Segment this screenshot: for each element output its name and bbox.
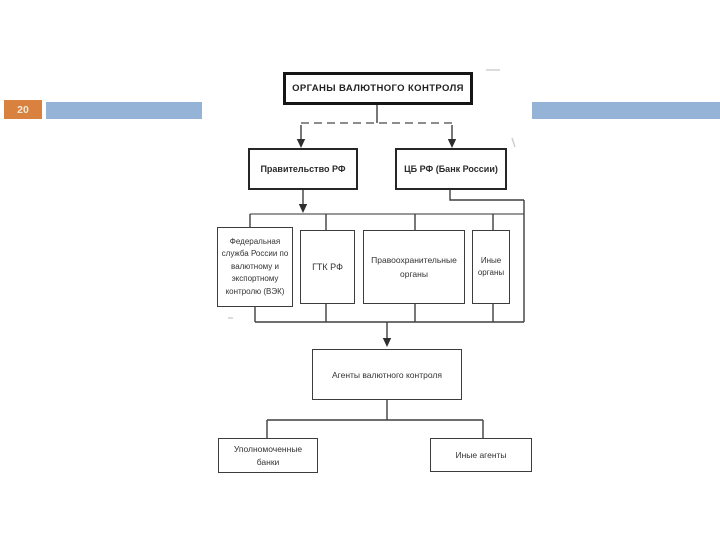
node-central-bank: ЦБ РФ (Банк России) bbox=[395, 148, 507, 190]
node-government-label: Правительство РФ bbox=[260, 164, 346, 174]
page-number-badge: 20 bbox=[4, 100, 42, 119]
node-agents: Агенты валютного контроля bbox=[312, 349, 462, 400]
node-authorized-banks: Уполномоченные банки bbox=[218, 438, 318, 473]
node-gtk-label: ГТК РФ bbox=[312, 262, 343, 272]
node-other-bodies-label: Иные органы bbox=[477, 256, 505, 277]
node-gtk: ГТК РФ bbox=[300, 230, 355, 304]
node-law-enforcement-label: Правоохранительные органы bbox=[371, 255, 457, 279]
node-other-bodies: Иные органы bbox=[472, 230, 510, 304]
page-number: 20 bbox=[17, 103, 29, 116]
node-title: ОРГАНЫ ВАЛЮТНОГО КОНТРОЛЯ bbox=[283, 72, 473, 105]
node-other-agents-label: Иные агенты bbox=[455, 450, 507, 460]
node-agents-label: Агенты валютного контроля bbox=[332, 369, 442, 380]
node-other-agents: Иные агенты bbox=[430, 438, 532, 472]
node-law-enforcement: Правоохранительные органы bbox=[363, 230, 465, 304]
node-federal-service-vek: Федеральная служба России по валютному и… bbox=[217, 227, 293, 307]
node-federal-service-vek-label: Федеральная служба России по валютному и… bbox=[221, 236, 289, 296]
node-authorized-banks-label: Уполномоченные банки bbox=[233, 444, 303, 467]
node-title-label: ОРГАНЫ ВАЛЮТНОГО КОНТРОЛЯ bbox=[292, 83, 464, 94]
node-central-bank-label: ЦБ РФ (Банк России) bbox=[404, 164, 498, 174]
node-government: Правительство РФ bbox=[248, 148, 358, 190]
